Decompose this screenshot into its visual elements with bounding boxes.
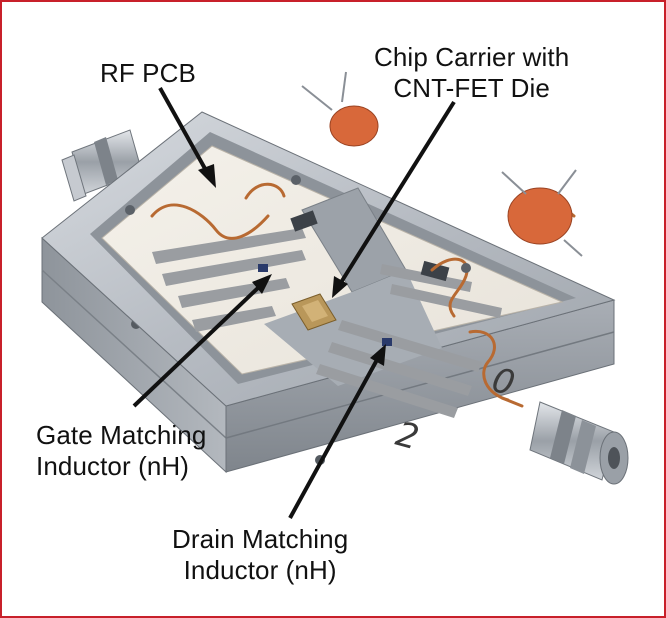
label-gate-inductor: Gate Matching Inductor (nH) (36, 420, 206, 482)
capacitors (301, 71, 583, 257)
annotation-arrows (132, 87, 456, 519)
label-rf-pcb-text: RF PCB (100, 58, 196, 88)
housing-screws (125, 175, 471, 273)
label-chip-carrier-line2: CNT-FET Die (393, 73, 550, 103)
label-chip-carrier: Chip Carrier with CNT-FET Die (374, 42, 569, 104)
label-drain-inductor-line1: Drain Matching (172, 524, 349, 554)
label-rf-pcb: RF PCB (100, 58, 196, 89)
label-drain-inductor: Drain Matching Inductor (nH) (172, 524, 348, 586)
right-sma-connector (529, 401, 629, 485)
chip-carrier-die (291, 293, 337, 331)
label-chip-carrier-line1: Chip Carrier with (374, 42, 570, 72)
label-drain-inductor-line2: Inductor (nH) (183, 555, 337, 585)
drain-traces (316, 264, 502, 418)
smd-components (258, 210, 450, 346)
label-gate-inductor-line2: Inductor (nH) (36, 451, 190, 481)
label-gate-inductor-line1: Gate Matching (36, 420, 207, 450)
